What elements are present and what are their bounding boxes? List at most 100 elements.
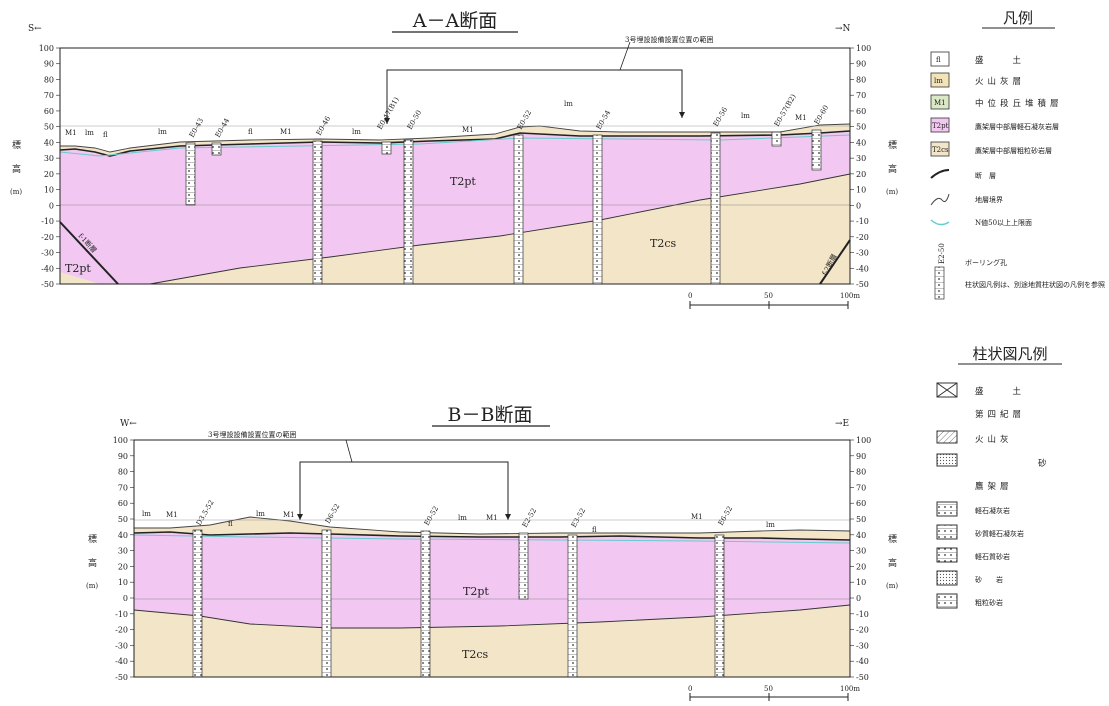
axis-tick-label: 70 <box>856 483 866 492</box>
axis-tick-label: 60 <box>44 107 54 116</box>
section-aa-yunit-right: (m) <box>886 188 898 196</box>
legend-label: 火山灰層 <box>975 76 1025 87</box>
legend-item-boundary: 地層境界 <box>930 193 1003 206</box>
section-bb-scale-bar: 0 50 100m <box>688 685 860 701</box>
section-aa-range-arrow-right <box>679 112 685 118</box>
axis-tick-label: 10 <box>44 186 54 195</box>
scale-tick-label: 0 <box>688 685 692 693</box>
legend-label: 断 層 <box>975 171 996 180</box>
sand-swatch <box>936 453 958 467</box>
column-legend-label: 鷹架層 <box>975 481 1013 492</box>
axis-tick-label: 100 <box>39 44 54 53</box>
borehole-e0-57-column <box>771 131 782 147</box>
axis-tick-label: 40 <box>856 531 866 540</box>
section-aa-n50-line <box>59 134 851 157</box>
section-bb-title: B－B断面 <box>448 404 533 426</box>
axis-tick-label: 100 <box>856 436 871 445</box>
legend-boring-note: 柱状図凡例は、別途地質柱状図の凡例を参照 <box>965 280 1105 289</box>
column-legend-label: 粗粒砂岩 <box>975 598 1003 607</box>
borehole-e0-52-column <box>420 530 431 678</box>
column-legend-label: 火山灰 <box>975 434 1013 445</box>
axis-tick-label: -30 <box>856 249 869 258</box>
axis-tick-label: 60 <box>856 499 866 508</box>
surface-label: lm <box>352 128 361 136</box>
borehole-e6-52-column <box>714 534 725 678</box>
column-legend-pumice-tuff: 軽石凝灰岩 <box>936 501 1010 517</box>
axis-tick-label: -50 <box>856 280 869 289</box>
section-aa-dir-left: S← <box>28 24 42 34</box>
axis-tick-label: 40 <box>856 138 866 147</box>
legend-swatch <box>930 94 950 110</box>
borehole-d35-52-column <box>192 529 203 678</box>
axis-tick-label: 30 <box>856 154 866 163</box>
column-legend-ash: 火山灰 <box>936 430 1013 445</box>
borehole-e3-52-column <box>567 534 578 678</box>
sandstone-swatch <box>936 570 958 586</box>
surface-label: M1 <box>691 513 703 521</box>
legend-title: 凡例 <box>1003 9 1033 27</box>
axis-tick-label: -40 <box>856 264 869 273</box>
axis-tick-label: 90 <box>856 452 866 461</box>
axis-tick-label: 80 <box>856 468 866 477</box>
axis-tick-label: -20 <box>41 233 54 242</box>
section-aa-title: A－A断面 <box>412 10 497 32</box>
section-aa-ylabel-char: 高 <box>12 163 21 175</box>
section-aa-dir-right: →N <box>835 24 851 34</box>
axis-tick-label: -50 <box>856 673 869 682</box>
legend-item-fault: 断 層 <box>930 169 996 180</box>
legend-boring-code: E2-50 <box>938 243 946 264</box>
ash-swatch <box>936 430 958 444</box>
section-bb-sky <box>134 440 850 534</box>
axis-tick-label: -20 <box>115 626 128 635</box>
borehole-e2-52-column <box>518 532 529 600</box>
axis-tick-label: 10 <box>856 186 866 195</box>
surface-label: lm <box>564 100 573 108</box>
boring-column-icon <box>934 266 945 300</box>
surface-label: fl <box>592 526 597 534</box>
axis-tick-label: 80 <box>118 468 128 477</box>
section-bb-range-leader <box>345 439 353 463</box>
axis-tick-label: -10 <box>856 217 869 226</box>
column-legend-fill: 盛 土 <box>936 382 1025 398</box>
legend-item-lm: lm 火山灰層 <box>930 72 1025 88</box>
section-aa-ylabel-char: 標 <box>12 139 21 151</box>
surface-label: M1 <box>462 126 474 134</box>
column-legend-label: 盛 土 <box>975 386 1025 397</box>
section-bb-borehole-columns <box>192 529 725 678</box>
section-bb-range-arrow-left <box>297 514 303 520</box>
section-aa-yunit: (m) <box>10 188 22 196</box>
axis-tick-label: 0 <box>49 201 54 210</box>
section-bb-unit-t2cs: T2cs <box>462 648 488 661</box>
section-bb-n50-line <box>133 534 851 544</box>
section-aa-unit-t2pt: T2pt <box>450 175 476 188</box>
legend-code: lm <box>934 77 943 85</box>
section-aa-plot: 3号埋設設備設置位置の範囲 E0-43 E0-44 E0-46 <box>59 35 851 285</box>
section-aa-range-bracket <box>386 69 683 124</box>
borehole-e0-52-column <box>513 134 524 285</box>
axis-tick-label: 10 <box>118 578 128 587</box>
axis-tick-label: 60 <box>856 107 866 116</box>
surface-label: lm <box>142 510 151 518</box>
legend-label: 盛 土 <box>975 55 1025 66</box>
surface-label: lm <box>158 128 167 136</box>
axis-tick-label: 50 <box>856 123 866 132</box>
section-aa-t2pt-t2cs-boundary <box>149 173 851 285</box>
column-legend-coarse-sandstone: 粗粒砂岩 <box>936 593 1003 609</box>
borehole-e0-43-column <box>185 142 196 206</box>
axis-tick-label: 10 <box>856 578 866 587</box>
column-legend-label: 砂質軽石凝灰岩 <box>975 529 1024 538</box>
surface-label: M1 <box>795 114 807 122</box>
axis-tick-label: -20 <box>856 626 869 635</box>
surface-label: lm <box>766 521 775 529</box>
scale-tick-label: 0 <box>688 292 692 300</box>
section-aa-ground-surface <box>60 123 851 153</box>
boundary-line-icon <box>930 193 950 206</box>
surface-label: lm <box>458 514 467 522</box>
scale-tick-label: 100m <box>840 292 860 300</box>
surface-label: M1 <box>65 129 77 137</box>
axis-tick-label: 90 <box>118 452 128 461</box>
legend: 凡例 fl 盛 土 lm 火山灰層 M1 中位段丘堆積層 T2pt 鷹架層中部層… <box>930 9 1105 300</box>
axis-tick-label: 30 <box>118 547 128 556</box>
